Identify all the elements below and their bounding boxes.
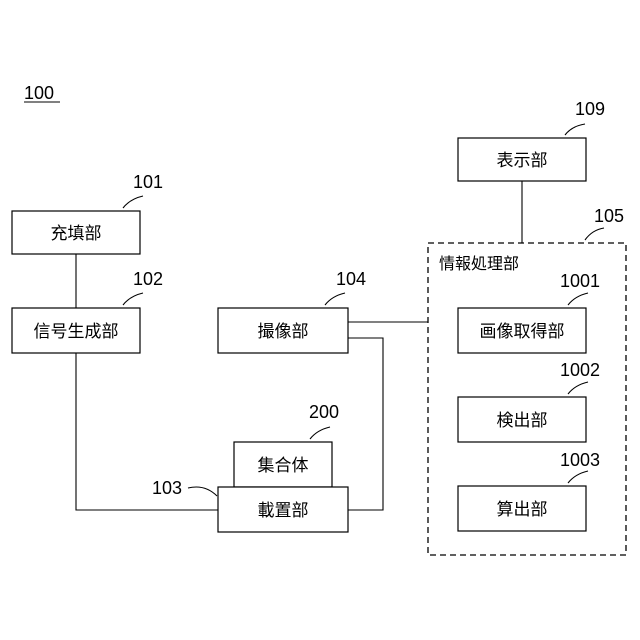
signal-generation-ref: 102: [133, 269, 163, 289]
filling-ref: 101: [133, 172, 163, 192]
aggregate-ref: 200: [309, 402, 339, 422]
detection-ref: 1002: [560, 360, 600, 380]
image-acquisition-ref-leader: [568, 293, 588, 305]
group-ref: 105: [594, 206, 624, 226]
detection-ref-leader: [568, 382, 588, 394]
imaging-ref-leader: [325, 293, 345, 305]
information-processing-label: 情報処理部: [439, 254, 519, 273]
mounting-label: 載置部: [258, 501, 309, 521]
calculation-ref-leader: [568, 471, 588, 483]
image-acquisition-label: 画像取得部: [480, 322, 565, 342]
display-label: 表示部: [497, 151, 548, 171]
detection-label: 検出部: [497, 411, 548, 431]
mounting-ref-leader: [188, 487, 217, 496]
display-ref-leader: [565, 124, 585, 135]
mounting-ref: 103: [152, 478, 182, 498]
imaging-label: 撮像部: [258, 322, 309, 342]
group-ref-leader: [585, 228, 604, 240]
line-signal-mounting: [76, 353, 218, 510]
imaging-ref: 104: [336, 269, 366, 289]
filling-label: 充填部: [51, 224, 102, 244]
signal-generation-ref-leader: [123, 293, 143, 305]
figure-ref: 100: [24, 83, 54, 103]
line-imaging-mounting: [348, 338, 383, 510]
calculation-ref: 1003: [560, 450, 600, 470]
aggregate-label: 集合体: [258, 456, 309, 476]
image-acquisition-ref: 1001: [560, 271, 600, 291]
filling-ref-leader: [123, 196, 143, 208]
display-ref: 109: [575, 99, 605, 119]
signal-generation-label: 信号生成部: [34, 322, 119, 342]
aggregate-ref-leader: [310, 427, 330, 439]
calculation-label: 算出部: [497, 500, 548, 520]
